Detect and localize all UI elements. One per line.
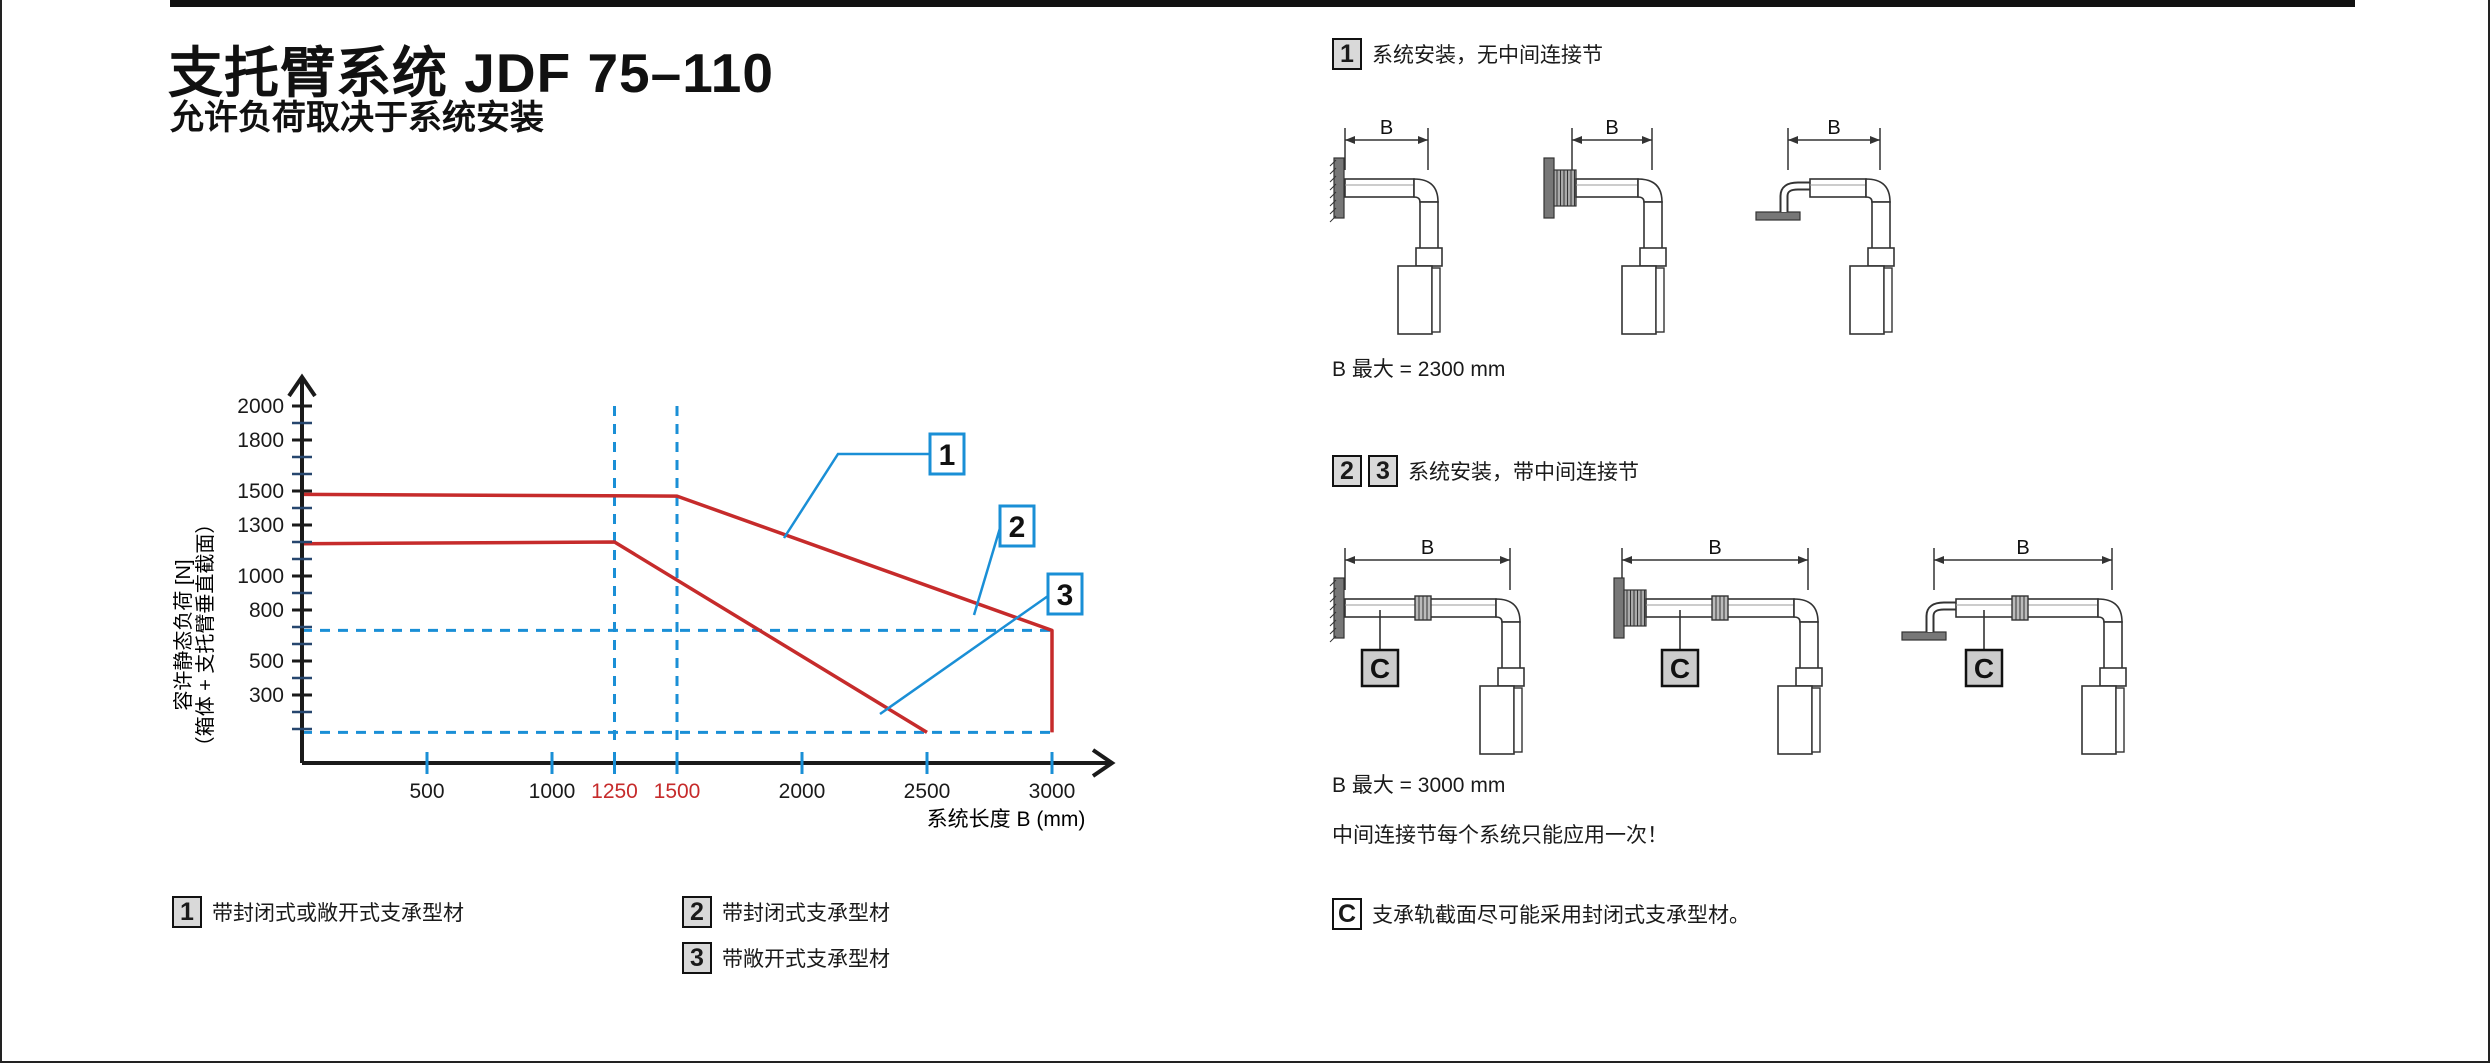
floor-mount [1901,631,1947,641]
section1-badge: 1 [1332,38,1362,70]
y-tick-label-1800: 1800 [237,429,284,452]
x-tick-label-1000: 1000 [529,780,576,803]
legend-badge-1: 1 [172,896,202,928]
control-box [1479,685,1515,755]
dimension-label-b: B [1421,537,1434,559]
c-label: C [1370,653,1390,684]
c-label-box [1964,648,2004,688]
y-tick-label-800: 800 [249,599,284,622]
series-line-2 [301,540,928,734]
coupling [2099,667,2127,687]
c-label-box [1360,648,1400,688]
c-label: C [1974,653,1994,684]
control-box [1849,265,1885,335]
section2-max: B 最大 = 3000 mm [1332,774,1506,797]
legend-text-3: 带敞开式支承型材 [722,948,890,971]
x-tick-label-2000: 2000 [779,780,826,803]
section2-heading: 2 3 系统安装，带中间连接节 [1332,455,1639,487]
dimension-label-b: B [1605,117,1618,139]
control-box [1397,265,1433,335]
joint-note: 中间连接节每个系统只能应用一次！ [1332,824,1668,847]
x-tick-label-1500: 1500 [654,780,701,803]
control-box-side [1883,267,1893,333]
legend-text-2: 带封闭式支承型材 [722,902,890,925]
coupling [1795,667,1823,687]
y-tick-label-2000: 2000 [237,395,284,418]
section2-badge-3: 3 [1368,455,1398,487]
control-box-side [1655,267,1665,333]
c-label-box [1660,648,1700,688]
dimension-label-b: B [1827,117,1840,139]
x-axis-arrow [1091,748,1116,778]
section1-max: B 最大 = 2300 mm [1332,358,1506,381]
section1-heading: 1 系统安装，无中间连接节 [1332,38,1603,70]
elbow [2097,598,2123,623]
control-box-side [1431,267,1441,333]
vertical-tube [1501,621,1521,671]
vertical-tube [1799,621,1819,671]
c-note-text: 支承轨截面尽可能采用封闭式支承型材。 [1372,904,1750,927]
c-label: C [1670,653,1690,684]
legend-badge-3: 3 [682,942,712,974]
callout-label-2: 2 [1009,511,1026,544]
callout-box-2 [998,504,1036,548]
wall-mount [1333,157,1345,219]
vertical-tube [2103,621,2123,671]
control-box [1777,685,1813,755]
control-box [2081,685,2117,755]
page-title: 支托臂系统 JDF 75–110 [168,42,774,104]
y-tick-label-1000: 1000 [237,565,284,588]
wall-mount [1613,577,1625,639]
x-tick-label-500: 500 [409,780,444,803]
control-box-side [1811,687,1821,753]
legend-text-1: 带封闭式或敞开式支承型材 [212,902,464,925]
y-tick-label-1300: 1300 [237,514,284,537]
legend-item-3: 3 带敞开式支承型材 [682,942,890,974]
y-tick-label-300: 300 [249,684,284,707]
callout-box-1 [928,432,966,476]
elbow [1793,598,1819,623]
section2-badge-2: 2 [1332,455,1362,487]
y-axis-arrow [287,373,317,398]
c-note-badge: C [1332,898,1362,930]
section2-text: 系统安装，带中间连接节 [1408,461,1639,484]
control-box [1621,265,1657,335]
callout-label-1: 1 [939,439,956,472]
y-axis-label: 容许静态负荷 [N] [172,559,195,710]
elbow [1495,598,1521,623]
x-tick-label-1250: 1250 [591,780,638,803]
legend-item-2: 2 带封闭式支承型材 [682,896,890,928]
callout-line-3 [879,594,1049,716]
section1-text: 系统安装，无中间连接节 [1372,44,1603,67]
y-tick-label-1500: 1500 [237,480,284,503]
dimension-label-b: B [1708,537,1721,559]
callout-box-3 [1046,572,1084,616]
legend-badge-2: 2 [682,896,712,928]
y-tick-label-500: 500 [249,650,284,673]
x-tick-label-3000: 3000 [1029,780,1076,803]
top-rule [170,0,2355,7]
callout-line-2 [972,527,1002,616]
dimension-label-b: B [2016,537,2029,559]
callout-line-1 [782,452,930,539]
y-axis-label-note: （箱体 + 支托臂垂直截面） [194,514,217,757]
x-axis-label: 系统长度 B (mm) [927,808,1086,831]
control-box-side [1513,687,1523,753]
series-line-1 [301,492,1054,733]
page-subtitle: 允许负荷取决于系统安装 [170,99,544,137]
c-note: C 支承轨截面尽可能采用封闭式支承型材。 [1332,898,1750,930]
wall-mount [1333,577,1345,639]
callout-label-3: 3 [1057,579,1074,612]
dimension-label-b: B [1380,117,1393,139]
control-box-side [2115,687,2125,753]
coupling [1497,667,1525,687]
legend-item-1: 1 带封闭式或敞开式支承型材 [172,896,464,928]
x-tick-label-2500: 2500 [904,780,951,803]
floor-mount [1755,211,1801,221]
